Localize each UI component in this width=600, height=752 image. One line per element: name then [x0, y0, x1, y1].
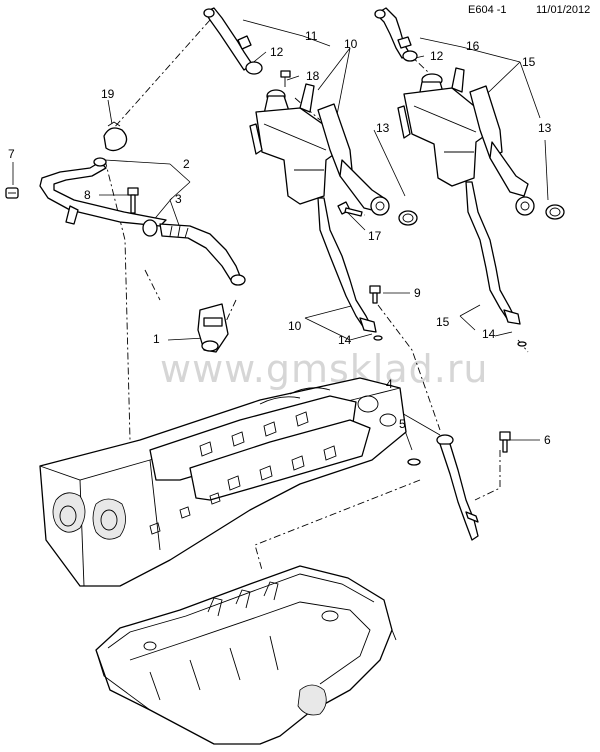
- bolt-8: [127, 187, 139, 214]
- oil-pan: [95, 565, 397, 745]
- hose-3: [142, 219, 246, 286]
- callout-labels: 11 10 16 12 12 15 18 19 13 13 7 2 8 3 17…: [8, 29, 552, 447]
- callout-11: 11: [305, 29, 318, 43]
- callout-18: 18: [306, 69, 320, 83]
- bolt-18: [280, 70, 291, 87]
- callout-8: 8: [84, 188, 91, 202]
- oil-separator-10: [249, 83, 390, 216]
- callout-14-right: 14: [482, 327, 496, 341]
- bolt-7: [5, 187, 19, 199]
- diagram-date: 11/01/2012: [536, 4, 591, 16]
- pcv-hose-upper-left: [203, 7, 263, 75]
- callout-12-left: 12: [270, 45, 284, 59]
- dipstick-tube-4: [436, 434, 479, 541]
- drain-pipe-15: [465, 181, 521, 325]
- oil-separator-15: [397, 67, 535, 216]
- watermark: www.gmsklad.ru: [160, 347, 489, 391]
- pcv-hose-upper-right: [374, 7, 418, 62]
- callout-13-left: 13: [376, 121, 390, 135]
- callout-16: 16: [466, 39, 480, 53]
- callout-2: 2: [183, 157, 190, 171]
- callout-5: 5: [399, 417, 406, 431]
- gasket-13: [398, 210, 418, 226]
- camshaft-housing: [39, 377, 407, 587]
- seal-14-right: [517, 341, 527, 347]
- breather-tube-2: [39, 157, 167, 227]
- callout-19: 19: [101, 87, 115, 101]
- callout-1: 1: [153, 332, 160, 346]
- o-ring-5: [407, 458, 421, 466]
- bolt-6: [499, 431, 511, 453]
- callout-12-right: 12: [430, 49, 444, 63]
- bolt-17: [337, 201, 363, 217]
- callout-17: 17: [368, 229, 382, 243]
- callout-10-top: 10: [344, 37, 358, 51]
- bolt-9: [369, 285, 381, 304]
- pcv-clip-19: [103, 121, 128, 152]
- connector-1: [197, 303, 229, 353]
- callout-15-top: 15: [522, 55, 536, 69]
- callout-13-right: 13: [538, 121, 552, 135]
- callout-9: 9: [414, 286, 421, 300]
- callout-10-bottom: 10: [288, 319, 302, 333]
- diagram-code: E604 -1: [468, 4, 507, 16]
- callout-7: 7: [8, 147, 15, 161]
- callout-6: 6: [544, 433, 551, 447]
- callout-3: 3: [175, 192, 182, 206]
- callout-14-left: 14: [338, 333, 352, 347]
- callout-4: 4: [386, 377, 393, 391]
- gasket-13-right: [545, 204, 565, 220]
- callout-15-bottom: 15: [436, 315, 450, 329]
- drain-pipe-10: [317, 197, 377, 333]
- seal-14-left: [373, 335, 383, 341]
